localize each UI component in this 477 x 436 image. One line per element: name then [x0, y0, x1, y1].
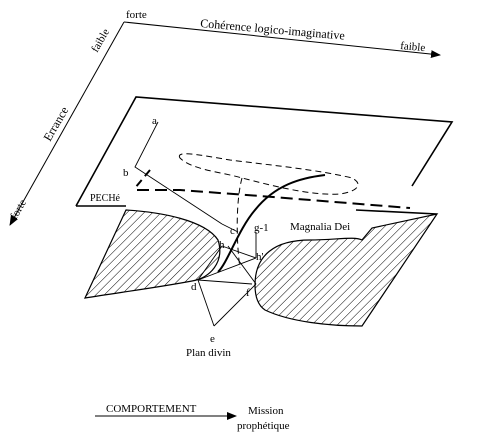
point-e-label: e [210, 333, 215, 345]
coherence-axis-label: Cohérence logico-imaginative [200, 16, 346, 43]
point-g-label: g-1 [254, 222, 269, 234]
peche-hatched-region [83, 209, 221, 299]
upper-surface [75, 96, 454, 207]
coherence-axis [123, 21, 441, 59]
errance-end-label: forte [8, 197, 29, 221]
point-f-label: f [246, 287, 250, 299]
errance-axis [9, 21, 125, 226]
mission-label: Mission [248, 405, 284, 417]
point-h-prime-label: h' [256, 251, 264, 263]
surface-right-front-edge [355, 209, 438, 215]
fold-curve [217, 174, 326, 273]
point-a-label: a [152, 115, 157, 127]
point-c-label: c [230, 225, 235, 237]
fold-dashed-stub [134, 169, 151, 189]
point-h-label: h [219, 239, 225, 251]
prophetique-label: prophétique [237, 420, 290, 432]
coherence-end-label: faible [400, 40, 426, 54]
point-d-label: d [191, 281, 197, 293]
fold-dashed-line [137, 189, 411, 209]
magnalia-hatched-region [254, 213, 439, 327]
magnalia-dei-label: Magnalia Dei [290, 221, 350, 233]
errance-start-label: faible [89, 27, 112, 55]
point-b-label: b [123, 167, 129, 179]
peche-label: PECHé [90, 193, 121, 204]
dashed-loop [178, 153, 359, 269]
construction-lines [134, 121, 257, 327]
coherence-start-label: forte [126, 9, 147, 21]
comportement-label: COMPORTEMENT [106, 403, 197, 415]
plan-divin-label: Plan divin [186, 347, 231, 359]
